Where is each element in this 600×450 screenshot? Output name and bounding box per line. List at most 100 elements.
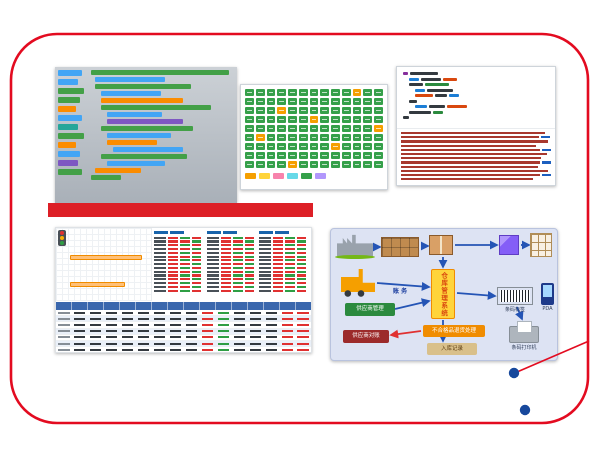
status-cell[interactable] [331, 152, 340, 159]
status-cell[interactable] [320, 89, 330, 96]
status-cell[interactable] [341, 116, 351, 123]
status-cell[interactable] [255, 98, 265, 105]
status-cell[interactable] [331, 116, 340, 123]
status-cell[interactable] [255, 125, 265, 132]
code-block-row[interactable] [107, 133, 171, 138]
gantt-bar[interactable] [70, 255, 142, 260]
status-cell[interactable] [277, 125, 287, 132]
status-cell[interactable] [363, 125, 373, 132]
status-cell[interactable] [374, 152, 383, 159]
status-cell[interactable] [309, 125, 319, 132]
status-cell[interactable] [288, 152, 297, 159]
status-cell[interactable] [374, 116, 383, 123]
palette-block[interactable] [58, 124, 78, 130]
status-cell[interactable] [341, 152, 351, 159]
code-block-row[interactable] [95, 168, 141, 173]
gantt-bar[interactable] [70, 282, 125, 287]
status-cell[interactable] [298, 143, 308, 150]
status-cell[interactable] [266, 98, 276, 105]
code-block-row[interactable] [91, 70, 229, 75]
status-cell[interactable] [298, 125, 308, 132]
status-cell[interactable] [309, 134, 319, 141]
status-cell[interactable] [298, 134, 308, 141]
code-block-row[interactable] [113, 147, 183, 152]
status-cell[interactable] [245, 89, 254, 96]
palette-block[interactable] [58, 142, 76, 148]
status-cell[interactable] [331, 143, 340, 150]
status-cell[interactable] [309, 152, 319, 159]
palette-block[interactable] [58, 106, 76, 112]
status-cell[interactable] [266, 161, 276, 168]
status-cell[interactable] [320, 116, 330, 123]
status-cell[interactable] [277, 107, 287, 114]
status-cell[interactable] [245, 116, 254, 123]
status-cell[interactable] [266, 125, 276, 132]
code-block-row[interactable] [101, 105, 211, 110]
status-cell[interactable] [245, 98, 254, 105]
status-cell[interactable] [245, 134, 254, 141]
status-cell[interactable] [331, 134, 340, 141]
table-row[interactable] [56, 347, 311, 352]
status-cell[interactable] [352, 134, 362, 141]
status-cell[interactable] [266, 116, 276, 123]
code-block-row[interactable] [101, 98, 183, 103]
status-cell[interactable] [255, 89, 265, 96]
status-cell[interactable] [341, 134, 351, 141]
status-cell[interactable] [266, 107, 276, 114]
status-cell[interactable] [341, 98, 351, 105]
status-cell[interactable] [266, 152, 276, 159]
status-cell[interactable] [374, 89, 383, 96]
palette-block[interactable] [58, 133, 84, 139]
status-cell[interactable] [298, 116, 308, 123]
code-block-row[interactable] [107, 112, 162, 117]
status-cell[interactable] [277, 89, 287, 96]
status-cell[interactable] [352, 152, 362, 159]
code-block-row[interactable] [107, 161, 165, 166]
code-block-row[interactable] [107, 119, 183, 124]
status-cell[interactable] [288, 161, 297, 168]
status-cell[interactable] [245, 107, 254, 114]
status-cell[interactable] [298, 161, 308, 168]
status-cell[interactable] [363, 152, 373, 159]
code-block-row[interactable] [107, 140, 157, 145]
status-cell[interactable] [309, 89, 319, 96]
status-cell[interactable] [298, 107, 308, 114]
status-cell[interactable] [331, 125, 340, 132]
status-cell[interactable] [352, 143, 362, 150]
status-cell[interactable] [352, 98, 362, 105]
status-cell[interactable] [288, 89, 297, 96]
status-cell[interactable] [255, 116, 265, 123]
status-cell[interactable] [341, 143, 351, 150]
status-cell[interactable] [309, 116, 319, 123]
status-cell[interactable] [255, 152, 265, 159]
status-cell[interactable] [277, 134, 287, 141]
status-cell[interactable] [363, 107, 373, 114]
status-cell[interactable] [352, 89, 362, 96]
status-cell[interactable] [288, 143, 297, 150]
status-cell[interactable] [277, 143, 287, 150]
status-cell[interactable] [277, 161, 287, 168]
status-cell[interactable] [288, 134, 297, 141]
status-cell[interactable] [363, 143, 373, 150]
status-cell[interactable] [288, 98, 297, 105]
status-cell[interactable] [266, 89, 276, 96]
status-cell[interactable] [320, 107, 330, 114]
palette-block[interactable] [58, 88, 84, 94]
status-cell[interactable] [245, 125, 254, 132]
status-cell[interactable] [331, 98, 340, 105]
status-cell[interactable] [374, 98, 383, 105]
status-cell[interactable] [245, 161, 254, 168]
palette-block[interactable] [58, 151, 80, 157]
code-block-row[interactable] [101, 154, 187, 159]
status-cell[interactable] [277, 152, 287, 159]
code-block-row[interactable] [95, 84, 191, 89]
status-cell[interactable] [352, 107, 362, 114]
status-cell[interactable] [288, 116, 297, 123]
palette-block[interactable] [58, 115, 82, 121]
status-cell[interactable] [331, 89, 340, 96]
status-cell[interactable] [331, 161, 340, 168]
status-cell[interactable] [255, 143, 265, 150]
palette-block[interactable] [58, 79, 78, 85]
status-cell[interactable] [352, 161, 362, 168]
code-block-row[interactable] [95, 77, 165, 82]
